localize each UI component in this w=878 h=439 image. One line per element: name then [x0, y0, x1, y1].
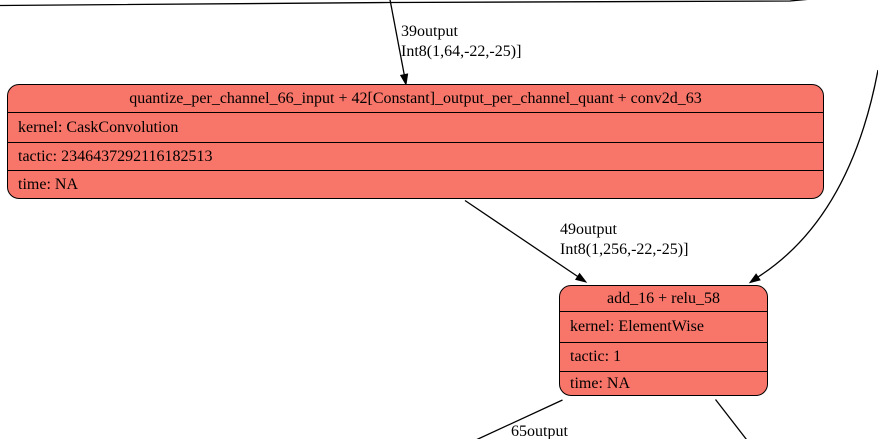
edge-49-arrowhead	[574, 272, 588, 283]
node-tactic-row: tactic: 2346437292116182513	[8, 142, 823, 170]
top-node-bottom-edge	[0, 0, 808, 7]
edge-39-arrowhead	[399, 73, 409, 86]
node-title: add_16 + relu_58	[607, 289, 720, 307]
node-conv2d-63[interactable]: quantize_per_channel_66_input + 42[Const…	[7, 84, 824, 199]
node-kernel-row: kernel: ElementWise	[560, 311, 767, 342]
edge-label-39output: 39output Int8(1,64,-22,-25)]	[401, 22, 521, 62]
edge-49-line	[464, 199, 579, 278]
node-add16-relu58[interactable]: add_16 + relu_58 kernel: ElementWise tac…	[559, 285, 768, 396]
node-title: quantize_per_channel_66_input + 42[Const…	[129, 89, 702, 107]
edge-label-65output: 65output	[511, 422, 568, 439]
edge-39-line	[389, 0, 405, 76]
edge-right-curve	[757, 69, 878, 278]
node-kernel-row: kernel: CaskConvolution	[8, 112, 823, 142]
edge-right-curve-arrowhead	[748, 273, 761, 284]
node-time-row: time: NA	[560, 371, 767, 395]
edge-label-line2: Int8(1,256,-22,-25)]	[560, 241, 689, 258]
edge-label-line1: 65output	[511, 423, 568, 439]
edge-label-line1: 49output	[560, 221, 617, 238]
edge-label-49output: 49output Int8(1,256,-22,-25)]	[560, 220, 688, 260]
node-tactic-row: tactic: 1	[560, 342, 767, 371]
node-time-row: time: NA	[8, 170, 823, 198]
edge-label-line1: 39output	[401, 23, 458, 40]
edge-label-line2: Int8(1,64,-22,-25)]	[401, 43, 522, 60]
edge-65-line	[476, 399, 563, 439]
edge-bottom-right-line	[714, 399, 747, 439]
